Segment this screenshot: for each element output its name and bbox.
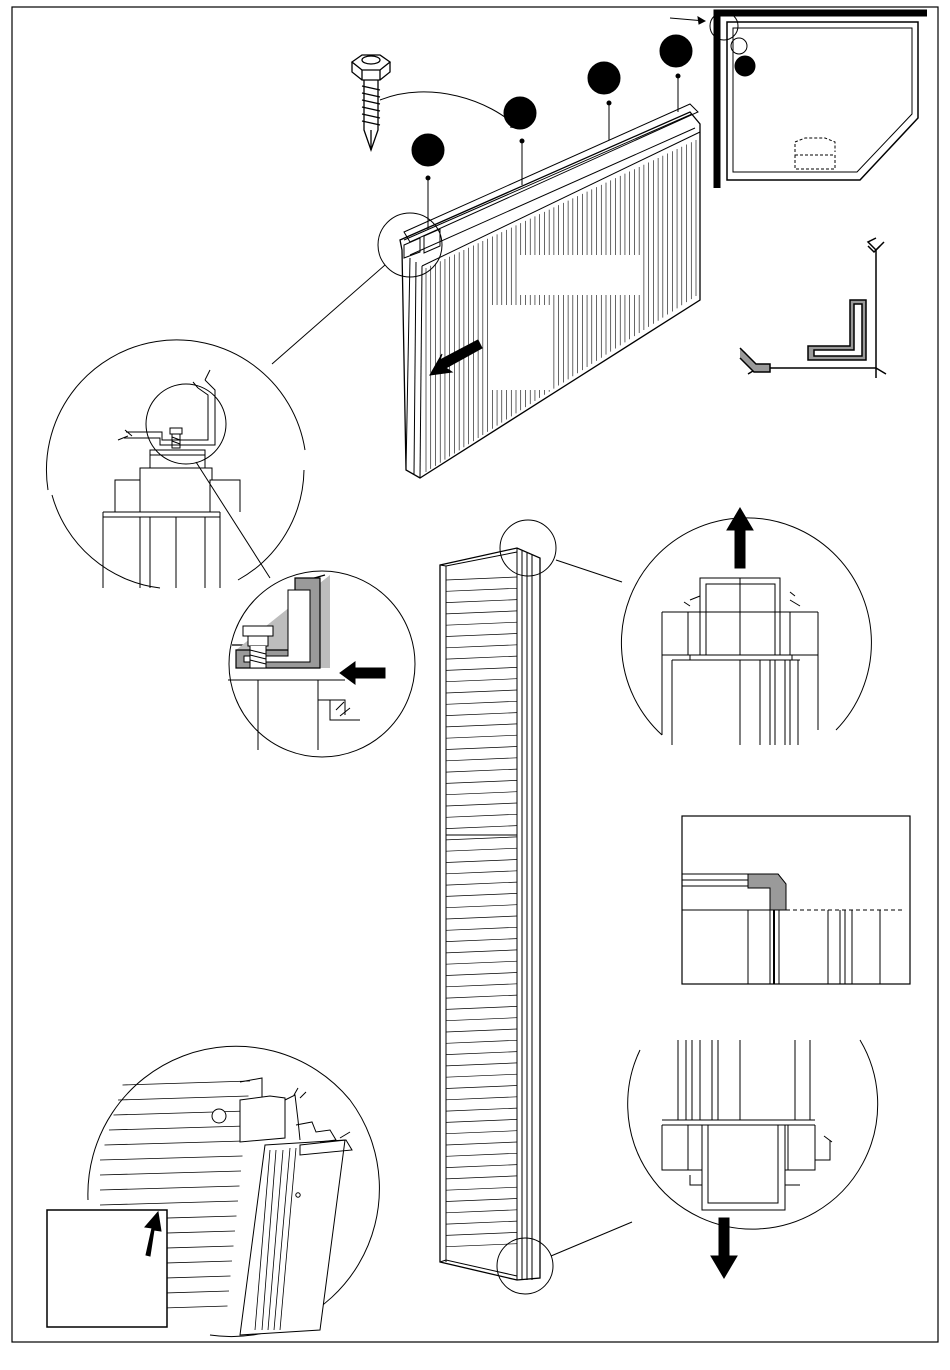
panel-slat <box>446 724 517 727</box>
corner-profile-icon <box>740 238 886 378</box>
panel-slat <box>446 848 517 851</box>
screw-fixing-zoom-detail <box>228 571 415 757</box>
panel-slat <box>446 1063 517 1066</box>
panel-slat <box>446 690 517 693</box>
panel-slat <box>446 1086 517 1089</box>
panel-slat <box>446 701 517 704</box>
panel-slat <box>446 973 517 976</box>
panel-slat <box>446 1108 517 1111</box>
panel-slat <box>446 1074 517 1077</box>
panel-slat <box>446 1165 517 1168</box>
panel-slat <box>446 1006 517 1009</box>
panel-slat <box>446 803 517 806</box>
panel-slat <box>446 713 517 716</box>
detail-slat <box>123 1081 251 1085</box>
panel-slat <box>446 1232 517 1235</box>
panel-slat <box>446 927 517 930</box>
panel-slat <box>446 1221 517 1224</box>
detail-slat <box>114 1111 248 1115</box>
panel-slat <box>446 1176 517 1179</box>
panel-slat <box>446 1052 517 1055</box>
detail-slat <box>100 1201 238 1205</box>
panel-slat <box>446 995 517 998</box>
step-marker-4 <box>660 35 692 67</box>
panel-slat <box>446 882 517 885</box>
top-wall-panel <box>400 104 700 478</box>
arrow-up-icon <box>727 508 753 568</box>
panel-slat <box>446 1040 517 1043</box>
detail-slat <box>105 1141 245 1145</box>
step-marker-2 <box>504 97 536 129</box>
detail-slat <box>109 1126 246 1130</box>
panel-slat <box>446 871 517 874</box>
vertical-wall-panel <box>440 548 540 1280</box>
panel-slat <box>446 792 517 795</box>
panel-slat <box>446 1029 517 1032</box>
panel-slat <box>446 814 517 817</box>
panel-bottom-detail-circle <box>497 1238 553 1294</box>
panel-slat <box>446 634 517 637</box>
panel-slat <box>446 916 517 919</box>
panel-slat <box>446 939 517 942</box>
panel-slat <box>446 1210 517 1213</box>
panel-slat <box>446 893 517 896</box>
panel-slat <box>446 1131 517 1134</box>
step-marker-3 <box>588 62 620 94</box>
panel-bottom-section-detail <box>628 1040 878 1278</box>
detail-slat <box>100 1186 240 1190</box>
step-marker-1 <box>412 134 444 166</box>
panel-slat <box>446 600 517 603</box>
panel-slat <box>446 837 517 840</box>
detail-slat <box>100 1156 243 1160</box>
arrow-left-icon <box>340 662 385 684</box>
panel-slat <box>446 1153 517 1156</box>
detail-slat <box>100 1171 241 1175</box>
arrow-left-icon <box>430 340 482 375</box>
panel-slat <box>446 1187 517 1190</box>
panel-slat <box>446 1142 517 1145</box>
panel-slat <box>446 780 517 783</box>
detail-slat <box>118 1096 249 1100</box>
panel-slat <box>446 1199 517 1202</box>
panel-slat <box>446 826 517 829</box>
plan-marker-filled <box>735 56 755 76</box>
panel-slat <box>446 747 517 750</box>
direction-inset-box <box>47 1210 167 1327</box>
panel-slat <box>446 735 517 738</box>
panel-slat <box>446 860 517 863</box>
panel-slat <box>446 611 517 614</box>
panel-slat <box>446 758 517 761</box>
joint-section-box <box>682 816 910 984</box>
panel-slat <box>446 656 517 659</box>
panel-slat <box>446 1097 517 1100</box>
panel-top-section-detail <box>621 508 871 745</box>
panel-slat <box>446 905 517 908</box>
panel-slat <box>446 1119 517 1122</box>
panel-slat <box>446 984 517 987</box>
panel-top-detail-circle <box>500 520 556 576</box>
panel-slat <box>446 961 517 964</box>
panel-slat <box>446 769 517 772</box>
rail-section-detail <box>46 340 305 588</box>
panel-slat <box>446 679 517 682</box>
panel-slat <box>446 588 517 591</box>
arrow-down-icon <box>711 1218 737 1278</box>
floor-plan <box>670 12 927 188</box>
panel-slat <box>446 577 517 580</box>
panel-slat <box>446 667 517 670</box>
panel-slat <box>446 622 517 625</box>
panel-slat <box>446 950 517 953</box>
fixing-hole <box>212 1109 226 1123</box>
panel-slat <box>446 1018 517 1021</box>
panel-slat <box>446 645 517 648</box>
